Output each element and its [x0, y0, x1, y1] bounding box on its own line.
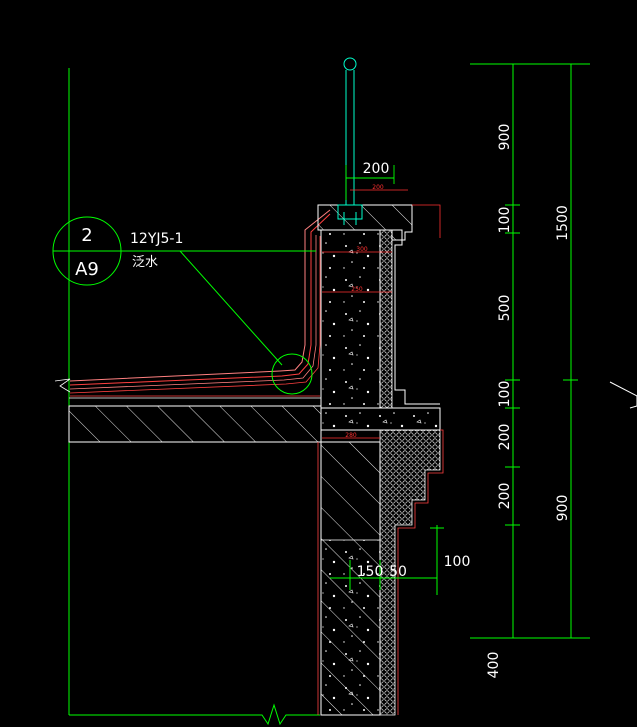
- dim-100-top: 100: [497, 207, 513, 234]
- dim-100-mid: 100: [497, 381, 513, 408]
- parapet-outer-face: [392, 229, 440, 405]
- dim-1500: 1500: [555, 205, 571, 241]
- left-break-icon: [54, 378, 71, 393]
- dim-900-top: 900: [497, 124, 513, 151]
- dim-200-a: 200: [497, 424, 513, 451]
- railing-width-dim: 200: [363, 161, 390, 177]
- setback-100-dim: 100: [444, 554, 471, 570]
- coping-300-dim: 300: [356, 246, 368, 253]
- coping: [317, 204, 413, 241]
- coping-dimensions: [322, 189, 408, 439]
- detail-note: 泛水: [132, 255, 158, 270]
- slab-280-dim: 280: [345, 432, 357, 439]
- lower-outer-face: [397, 429, 444, 715]
- wall-150-dim: 150: [357, 564, 384, 580]
- dim-200-b: 200: [497, 483, 513, 510]
- roof-slab: [68, 405, 322, 443]
- detail-number: 2: [81, 225, 92, 246]
- railing-width-dim-line: [345, 165, 395, 200]
- coping-250-dim: 250: [351, 286, 363, 293]
- parapet-insulation: [379, 229, 393, 409]
- wall-dim-lines: [330, 525, 444, 595]
- dim-500: 500: [497, 295, 513, 322]
- dim-400: 400: [486, 652, 502, 679]
- coping-drip: [412, 204, 441, 238]
- parapet-wall: [320, 229, 381, 409]
- dim-900-bottom: 900: [555, 495, 571, 522]
- right-chain-texts: 900 100 500 100 200 200 1500 900 400: [486, 124, 571, 679]
- break-line-icon: [69, 703, 320, 726]
- detail-sheet: A9: [75, 259, 99, 280]
- section-arrow-icon: [609, 381, 637, 409]
- detail-callout: [52, 216, 316, 395]
- railing-post-icon: [337, 57, 363, 225]
- detail-reference: 12YJ5-1: [130, 231, 183, 247]
- lower-insulation: [379, 429, 441, 716]
- roof-membrane-layers: [69, 209, 331, 397]
- wall-50-dim: 50: [389, 564, 407, 580]
- edge-beam: [320, 407, 441, 431]
- coping-inner-dim: 200: [372, 184, 384, 191]
- right-dimension-lines: [470, 63, 590, 639]
